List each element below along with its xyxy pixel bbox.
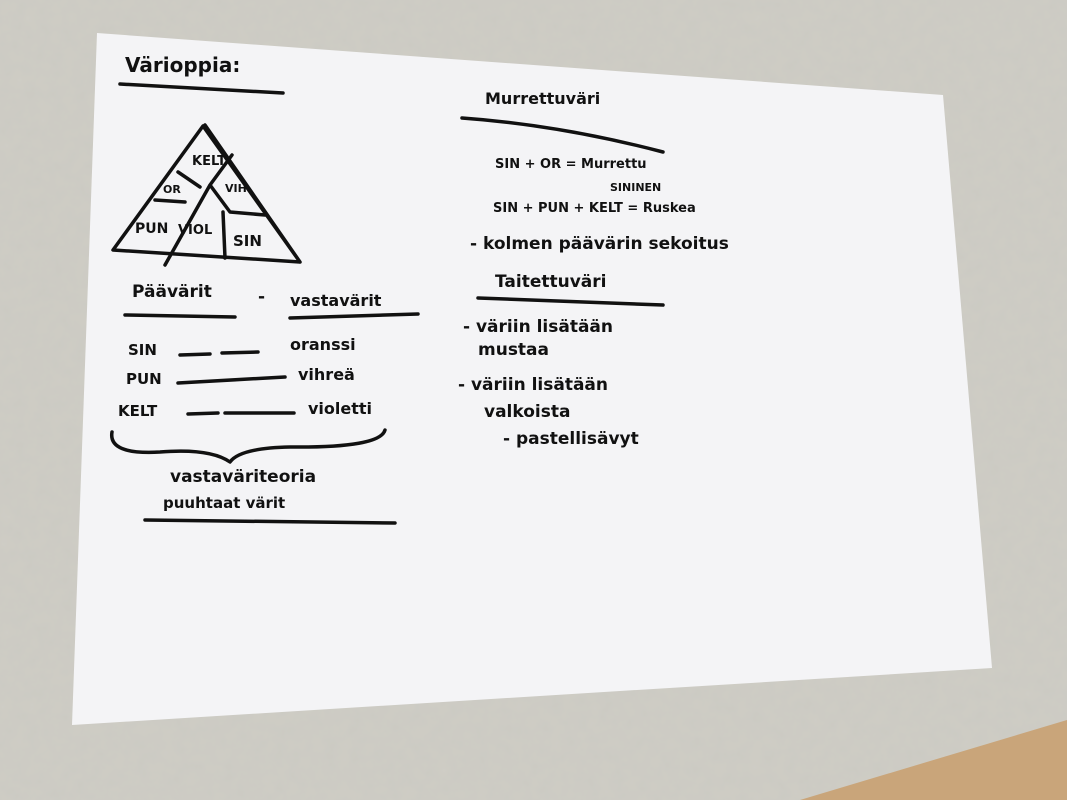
broken-line3: - kolmen päävärin sekoitus [470, 234, 729, 254]
folded-item1a: - väriin lisätään [463, 317, 613, 337]
broken-line1b: SININEN [610, 181, 661, 194]
row-primary-pun: PUN [126, 370, 162, 388]
title-text: Värioppia: [125, 53, 240, 77]
row-complement-vihrea: vihreä [298, 365, 355, 384]
triangle-dividers [153, 153, 267, 267]
theory-text: vastaväriteoria [170, 467, 316, 487]
folded-item1b: mustaa [478, 340, 549, 360]
heading-underlines [123, 312, 420, 320]
heading-primary-colors: Päävärit [132, 282, 212, 302]
row-primary-sin: SIN [128, 341, 157, 359]
folded-item2b: valkoista [484, 402, 570, 422]
wood-floor [800, 720, 1067, 800]
folded-heading: Taitettuväri [495, 272, 606, 292]
color-triangle: KELT OR VIH PUN VIOL SIN [111, 123, 302, 267]
theory-underline [143, 518, 397, 525]
triangle-label-vih: VIH [225, 182, 247, 195]
complementary-section: Päävärit - vastavärit SIN oranssi PUN vi… [110, 282, 420, 525]
broken-heading: Murrettuväri [485, 89, 600, 108]
broken-color-section: Murrettuväri SIN + OR = Murrettu SININEN… [460, 89, 729, 254]
triangle-label-kelt: KELT [192, 154, 226, 169]
row-complement-violetti: violetti [308, 399, 372, 418]
pure-colors-text: puuhtaat värit [163, 494, 285, 512]
broken-line2: SIN + PUN + KELT = Ruskea [493, 201, 696, 216]
row-complement-oranssi: oranssi [290, 335, 356, 354]
paper-sheet [72, 33, 992, 725]
folded-item3: - pastellisävyt [503, 429, 639, 449]
triangle-label-pun: PUN [135, 221, 168, 237]
triangle-label-or: OR [163, 183, 181, 196]
connector-dashes [176, 350, 296, 416]
title-underline [118, 82, 285, 95]
triangle-label-viol: VIOL [178, 223, 212, 238]
title-section: Värioppia: [118, 53, 285, 95]
triangle-outline [111, 123, 302, 264]
triangle-label-sin: SIN [233, 232, 262, 250]
broken-line1: SIN + OR = Murrettu [495, 157, 647, 172]
folded-underline [476, 296, 665, 307]
folded-item2a: - väriin lisätään [458, 375, 608, 395]
folded-color-section: Taitettuväri - väriin lisätään mustaa - … [458, 272, 665, 449]
curly-brace [110, 428, 387, 464]
row-primary-kelt: KELT [118, 402, 158, 420]
heading-complementary-colors: vastavärit [290, 291, 382, 310]
heading-dash: - [258, 287, 265, 307]
broken-underline [460, 116, 665, 154]
